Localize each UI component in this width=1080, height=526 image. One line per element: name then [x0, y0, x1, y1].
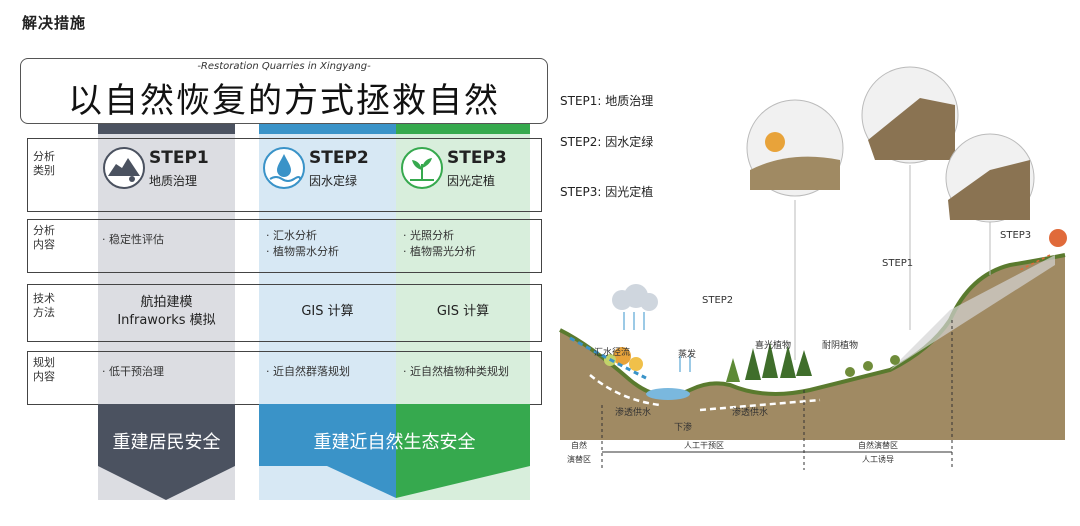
row-label-text: 技术 方法 [33, 292, 55, 319]
step2-diagram-label: STEP2 [702, 295, 734, 306]
step3-diagram-label: STEP3 [1000, 230, 1032, 241]
row-box-content [27, 219, 542, 273]
row-label-plan: 规划 内容 [33, 356, 55, 384]
ground-surface [559, 253, 1066, 398]
goal-right-arrow-blue [259, 404, 396, 498]
trees-left [604, 347, 643, 371]
label-infiltration1: 渗透供水 [615, 408, 652, 418]
rain-arrows [623, 312, 645, 330]
step3-plan: · 近自然植物种类规划 [403, 365, 509, 378]
plant-sun-icon [401, 147, 443, 189]
cloud-icon [612, 284, 658, 311]
step1-top-bar [98, 122, 235, 134]
step1-plan: · 低干预治理 [102, 365, 164, 378]
step3-name: STEP3 [447, 148, 507, 168]
landscape-diagram [559, 66, 1067, 470]
step2-name: STEP2 [309, 148, 369, 168]
zone-3-a: 自然演替区 [858, 441, 898, 450]
rock-slope-icon [103, 147, 145, 189]
row-box-category [27, 138, 542, 212]
step2-sub: 因水定绿 [309, 174, 358, 188]
label-catchment: 汇水径流 [594, 348, 631, 358]
goal-arrows [98, 404, 530, 500]
detail-circle-2 [861, 66, 959, 330]
label-sun-plants: 喜光植物 [755, 341, 792, 351]
row-label-content: 分析 内容 [33, 224, 55, 252]
cliff-face [890, 255, 1055, 370]
label-infiltration3: 渗透供水 [732, 408, 769, 418]
step-list-2: STEP2: 因水定绿 [560, 135, 654, 149]
step1-diagram-label: STEP1 [882, 258, 914, 269]
step-list-3: STEP3: 因光定植 [560, 185, 654, 199]
step3-sub: 因光定植 [447, 174, 496, 188]
step3-method: GIS 计算 [436, 304, 490, 319]
sun-icon [1019, 229, 1067, 271]
step1-name: STEP1 [149, 148, 209, 168]
detail-circle-1 [746, 99, 844, 360]
row-box-method [27, 284, 542, 342]
evaporation-arrows [679, 356, 691, 372]
title-box: -Restoration Quarries in Xingyang- 以自然恢复… [20, 58, 548, 124]
title-main: 以自然恢复的方式拯救自然 [68, 81, 500, 121]
zone-3-b: 人工诱导 [862, 455, 894, 464]
step1-method: 航拍建模 Infraworks 模拟 [117, 295, 216, 328]
label-infiltration2: 下渗 [674, 423, 693, 433]
step2-content: · 汇水分析 · 植物需水分析 [266, 229, 339, 258]
zone-2: 人工干预区 [684, 441, 724, 450]
step1-content: · 稳定性评估 [102, 233, 164, 246]
step1-sub: 地质治理 [149, 174, 198, 188]
seepage-arrow [699, 398, 821, 412]
goal-left: 重建居民安全 [112, 432, 221, 453]
detail-circle-3 [945, 133, 1035, 275]
trees-middle [726, 342, 812, 382]
row-label-text: 规划 内容 [33, 356, 55, 383]
row-label-method: 技术 方法 [33, 292, 55, 320]
step3-content: · 光照分析 · 植物需光分析 [403, 229, 476, 258]
label-evaporation: 蒸发 [678, 350, 697, 360]
goal-right: 重建近自然生态安全 [313, 432, 476, 453]
title-subtitle: -Restoration Quarries in Xingyang- [197, 61, 371, 72]
row-label-text: 分析 内容 [33, 224, 55, 251]
row-label-text: 分析 类别 [33, 150, 55, 177]
zone-1-a: 自然 [571, 441, 587, 450]
label-shade-plants: 耐阴植物 [822, 341, 859, 351]
zone-1-b: 演替区 [567, 455, 591, 464]
goal-right-arrow-green [396, 404, 530, 498]
pond [646, 388, 690, 400]
water-drop-icon [263, 147, 305, 189]
step2-plan: · 近自然群落规划 [266, 365, 350, 378]
step2-method: GIS 计算 [301, 304, 354, 319]
step3-top-bar [396, 122, 530, 134]
shrubs-slope [845, 355, 900, 377]
goal-left-arrow [98, 404, 235, 500]
step2-top-bar [259, 122, 396, 134]
row-label-category: 分析 类别 [33, 150, 55, 178]
step-list-1: STEP1: 地质治理 [560, 94, 654, 108]
page-heading: 解决措施 [22, 14, 87, 32]
